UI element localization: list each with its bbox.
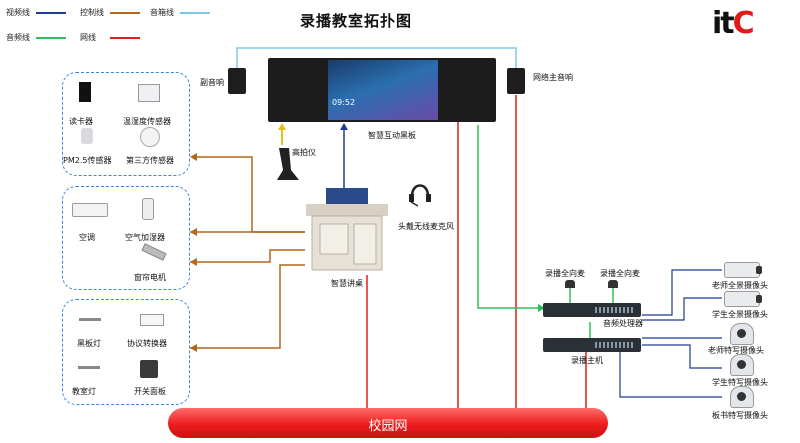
switch-panel-icon xyxy=(140,360,158,378)
humidifier-icon xyxy=(142,198,154,220)
podium-label: 智慧讲桌 xyxy=(331,279,363,288)
camera-label-0: 老师全景摄像头 xyxy=(712,281,768,290)
legend-swatch-video xyxy=(36,12,66,14)
legend-swatch-network xyxy=(110,37,140,39)
classroom-light-label: 教室灯 xyxy=(72,387,96,396)
legend-swatch-speaker xyxy=(180,12,210,14)
curtain-motor-label: 窗帘电机 xyxy=(134,273,166,282)
air-conditioner-label: 空调 xyxy=(79,233,95,242)
smart-board-label: 智慧互动黑板 xyxy=(368,131,416,140)
board-closeup-camera-icon xyxy=(730,386,754,408)
student-panorama-camera-icon xyxy=(724,291,762,307)
camera-label-2: 老师特写摄像头 xyxy=(708,346,764,355)
protocol-converter-icon xyxy=(140,314,164,326)
camera-label-3: 学生特写摄像头 xyxy=(712,378,768,387)
audio-processor xyxy=(543,303,641,317)
speaker-line xyxy=(236,47,517,68)
audio-line-board xyxy=(477,125,543,309)
logo-text: it xyxy=(712,6,735,41)
visualizer xyxy=(277,146,299,184)
protocol-converter-label: 协议转换器 xyxy=(127,339,167,348)
student-closeup-camera-icon xyxy=(730,354,754,376)
legend-swatch-audio xyxy=(36,37,66,39)
switch-panel-label: 开关面板 xyxy=(134,387,166,396)
group-lighting xyxy=(62,299,190,405)
legend-label-speaker: 音箱线 xyxy=(150,8,174,17)
air-conditioner-icon xyxy=(72,203,108,217)
board-screen: 09:52 xyxy=(328,60,438,120)
headset-mic xyxy=(408,180,432,208)
omni-mic-1-label: 录播全向麦 xyxy=(545,269,585,278)
camera-label-4: 板书特写摄像头 xyxy=(712,411,768,420)
smart-podium xyxy=(306,188,388,272)
sub-speaker xyxy=(228,68,246,94)
blackboard-light-icon xyxy=(79,318,101,321)
smart-board: 09:52 xyxy=(268,58,496,122)
third-party-sensor-icon xyxy=(140,127,160,147)
main-speaker xyxy=(507,68,525,94)
teacher-closeup-camera-icon xyxy=(730,323,754,345)
third-party-label: 第三方传感器 xyxy=(126,156,174,165)
thermo-hygro-sensor-icon xyxy=(138,84,160,102)
board-time: 09:52 xyxy=(332,98,356,107)
teacher-panorama-camera-icon xyxy=(724,262,762,278)
main-speaker-label: 网络主音响 xyxy=(533,73,573,82)
legend-label-network: 网线 xyxy=(80,33,96,42)
control-line-curtain xyxy=(190,249,305,263)
card-reader-icon xyxy=(79,82,91,102)
group-sensors xyxy=(62,72,190,176)
logo-accent: C xyxy=(732,6,755,41)
legend-swatch-control xyxy=(110,12,140,14)
campus-network: 校园网 xyxy=(168,408,608,438)
omni-mic-1-icon xyxy=(565,280,575,288)
itc-logo: itC xyxy=(712,6,755,41)
omni-mic-2-icon xyxy=(608,280,618,288)
thermo-hygro-label: 温湿度传感器 xyxy=(123,117,171,126)
visualizer-label: 高拍仪 xyxy=(292,148,316,157)
camera-label-1: 学生全景摄像头 xyxy=(712,310,768,319)
sub-speaker-label: 副音响 xyxy=(200,78,224,87)
page-title: 录播教室拓扑图 xyxy=(300,12,413,30)
audio-processor-label: 音频处理器 xyxy=(603,319,643,328)
classroom-light-icon xyxy=(78,366,100,369)
pm25-label: PM2.5传感器 xyxy=(63,156,112,165)
legend-label-audio: 音频线 xyxy=(6,33,30,42)
omni-mic-2-label: 录播全向麦 xyxy=(600,269,640,278)
headset-mic-label: 头戴无线麦克风 xyxy=(398,222,454,231)
legend-label-video: 视频线 xyxy=(6,8,30,17)
card-reader-label: 读卡器 xyxy=(69,117,93,126)
recording-host xyxy=(543,338,641,352)
control-line-lighting xyxy=(190,264,305,349)
campus-network-label: 校园网 xyxy=(368,419,408,434)
humidifier-label: 空气加湿器 xyxy=(125,233,165,242)
legend-label-control: 控制线 xyxy=(80,8,104,17)
group-climate xyxy=(62,186,190,290)
pm25-sensor-icon xyxy=(81,128,93,144)
blackboard-light-label: 黑板灯 xyxy=(77,339,101,348)
recording-host-label: 录播主机 xyxy=(571,356,603,365)
